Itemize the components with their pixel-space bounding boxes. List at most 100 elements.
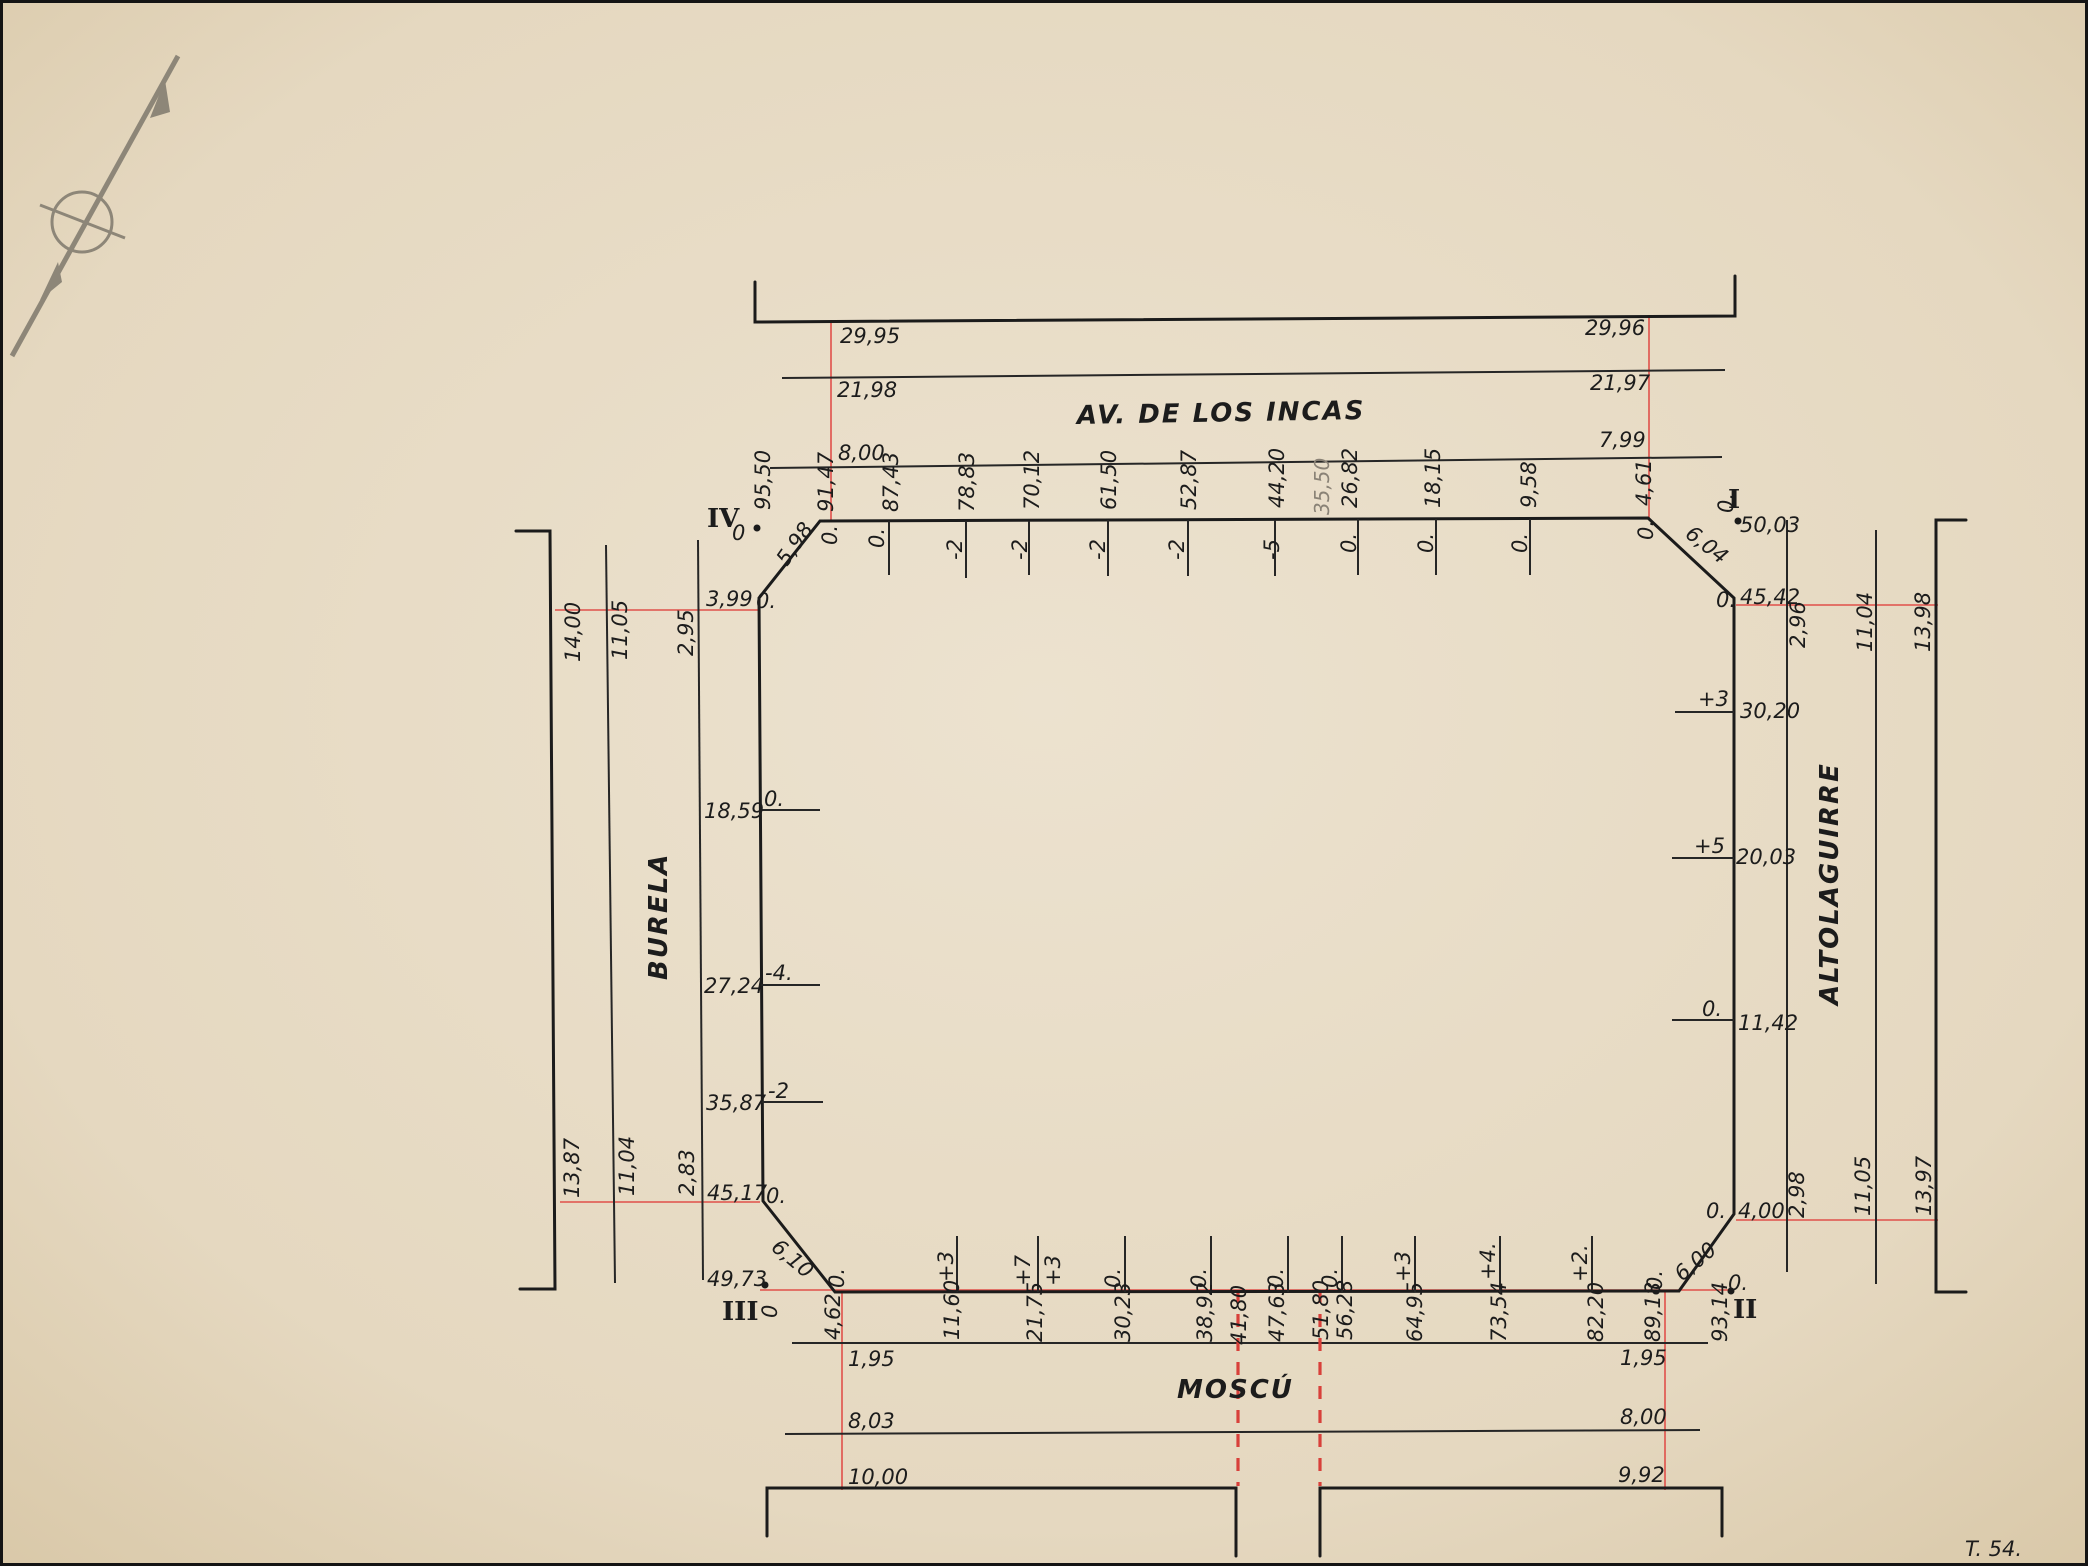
svg-text:45,17: 45,17 (707, 1181, 768, 1205)
svg-text:0.: 0. (1101, 1268, 1125, 1288)
svg-text:70,12: 70,12 (1020, 450, 1044, 510)
svg-text:13,87: 13,87 (560, 1137, 584, 1198)
svg-text:-2: -2 (1165, 539, 1189, 560)
svg-text:18,59: 18,59 (704, 799, 764, 823)
svg-text:38,92: 38,92 (1193, 1282, 1217, 1342)
svg-text:0.: 0. (1264, 1268, 1288, 1288)
svg-text:+3: +3 (1041, 1255, 1065, 1286)
svg-text:87,43: 87,43 (879, 452, 903, 512)
svg-text:1,95: 1,95 (848, 1347, 895, 1371)
svg-text:47,63: 47,63 (1265, 1282, 1289, 1342)
corner-I-station: 50,03 (1740, 513, 1800, 537)
svg-text:11,04: 11,04 (1853, 592, 1877, 652)
svg-text:20,03: 20,03 (1736, 845, 1796, 869)
svg-text:-2: -2 (1086, 539, 1110, 560)
svg-text:56,28: 56,28 (1333, 1280, 1357, 1340)
street-name-south: MOSCÚ (1177, 1373, 1294, 1405)
svg-text:2,95: 2,95 (674, 609, 698, 656)
svg-text:13,98: 13,98 (1911, 592, 1935, 652)
svg-text:0.: 0. (865, 528, 889, 548)
svg-text:13,97: 13,97 (1912, 1155, 1936, 1216)
svg-text:9,58: 9,58 (1517, 461, 1541, 508)
svg-text:82,20: 82,20 (1584, 1282, 1608, 1342)
north-street-lines (753, 274, 1737, 469)
west-offset-ticks (760, 809, 823, 1103)
svg-text:10,00: 10,00 (848, 1465, 908, 1489)
svg-text:44,20: 44,20 (1265, 448, 1289, 508)
svg-text:49,73: 49,73 (707, 1267, 767, 1291)
svg-text:29,95: 29,95 (840, 324, 900, 348)
svg-text:8,03: 8,03 (848, 1409, 895, 1433)
svg-text:0.: 0. (1187, 1268, 1211, 1288)
svg-text:21,75: 21,75 (1023, 1282, 1047, 1342)
corner-label-III: III (722, 1297, 759, 1327)
svg-text:51,80: 51,80 (1309, 1280, 1333, 1340)
svg-text:52,87: 52,87 (1177, 449, 1201, 510)
svg-text:0: 0 (758, 1305, 782, 1318)
svg-text:7,99: 7,99 (1599, 428, 1646, 452)
svg-text:0.: 0. (1702, 997, 1722, 1021)
svg-text:11,04: 11,04 (615, 1136, 639, 1196)
svg-text:2,98: 2,98 (1785, 1171, 1809, 1218)
svg-text:3,99: 3,99 (706, 587, 753, 611)
svg-text:11,60: 11,60 (940, 1280, 964, 1340)
svg-text:-2: -2 (768, 1079, 789, 1103)
west-street-lines (514, 529, 704, 1291)
east-station-labels: 45,42 30,20 20,03 11,42 4,00 (1736, 585, 1800, 1223)
north-offset-ticks (888, 519, 1531, 578)
south-offset-ticks (956, 1236, 1593, 1292)
south-offset-labels: 0. +3 +7 +3 0. 0. 0. 0. +3 +4. +2. 0. (825, 1242, 1667, 1290)
corner-markers (753, 517, 1742, 1295)
svg-text:89,18: 89,18 (1641, 1282, 1665, 1342)
svg-text:11,42: 11,42 (1738, 1011, 1798, 1035)
svg-text:30,20: 30,20 (1740, 699, 1800, 723)
svg-text:8,00: 8,00 (838, 441, 885, 465)
svg-text:0.: 0. (1337, 533, 1361, 553)
svg-text:0.: 0. (1706, 1199, 1726, 1223)
svg-text:0.: 0. (1634, 520, 1658, 540)
svg-text:-2: -2 (943, 539, 967, 560)
west-station-labels: 3,99 18,59 27,24 35,87 45,17 49,73 (704, 587, 768, 1291)
svg-text:29,96: 29,96 (1585, 316, 1645, 340)
svg-text:21,97: 21,97 (1590, 371, 1651, 395)
svg-text:-2: -2 (1008, 539, 1032, 560)
svg-text:9,92: 9,92 (1618, 1463, 1665, 1487)
svg-text:+3: +3 (934, 1251, 958, 1282)
svg-text:4,61: 4,61 (1632, 459, 1656, 506)
corner-label-II: II (1733, 1295, 1757, 1325)
svg-text:+7: +7 (1011, 1254, 1035, 1286)
svg-text:41,80: 41,80 (1227, 1285, 1251, 1345)
svg-text:4,00: 4,00 (1738, 1199, 1785, 1223)
corner-label-IV: IV (707, 504, 740, 534)
corner-I-zero: 0. (1714, 493, 1738, 513)
street-name-north: AV. DE LOS INCAS (1075, 396, 1366, 431)
svg-text:0.: 0. (1508, 533, 1532, 553)
svg-text:18,15: 18,15 (1421, 448, 1445, 508)
svg-text:0.: 0. (825, 1268, 849, 1288)
svg-text:0.: 0. (756, 589, 776, 613)
corner-label-I: I (1728, 485, 1740, 515)
svg-text:91,47: 91,47 (814, 451, 838, 512)
svg-text:0.: 0. (1318, 1268, 1342, 1288)
svg-text:11,05: 11,05 (1851, 1156, 1875, 1216)
sheet-code: T. 54. (1965, 1537, 2022, 1561)
corner-II-zero: 0. (1728, 1271, 1748, 1295)
svg-text:0.: 0. (764, 787, 784, 811)
east-offset-labels: 0. +3 +5 0. 0. (1694, 588, 1736, 1223)
svg-text:+3: +3 (1391, 1251, 1415, 1282)
svg-text:0.: 0. (818, 525, 842, 545)
svg-text:30,23: 30,23 (1111, 1282, 1135, 1342)
block-outline (757, 516, 1736, 1294)
svg-text:95,50: 95,50 (751, 450, 775, 510)
south-street-lines (765, 1290, 1724, 1558)
svg-text:1,95: 1,95 (1620, 1346, 1667, 1370)
svg-text:0.: 0. (766, 1184, 786, 1208)
svg-text:26,82: 26,82 (1338, 448, 1362, 508)
street-name-west: BURELA (644, 853, 674, 980)
svg-text:+3: +3 (1698, 687, 1729, 711)
svg-text:45,42: 45,42 (1740, 585, 1800, 609)
svg-text:11,05: 11,05 (608, 600, 632, 660)
svg-text:2,83: 2,83 (675, 1149, 699, 1196)
svg-text:73,54: 73,54 (1487, 1282, 1511, 1342)
